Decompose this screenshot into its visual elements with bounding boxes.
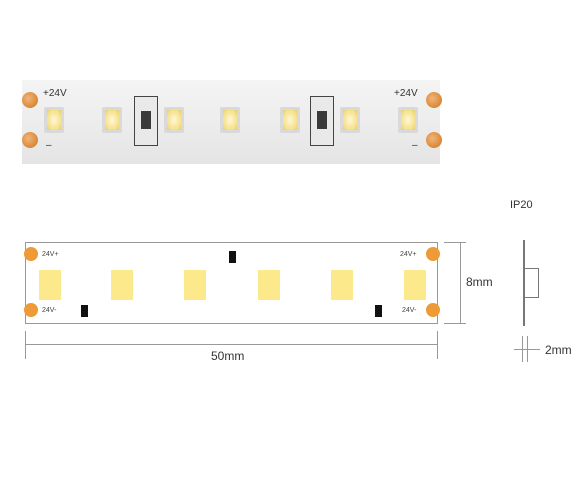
thickness-label: 2mm: [545, 343, 572, 357]
solder-pad: [24, 303, 38, 317]
dimension-extension: [25, 331, 26, 359]
led-chip: [398, 107, 418, 133]
led-chip: [404, 270, 426, 300]
dimension-extension: [437, 331, 438, 359]
length-dimension-line: [25, 344, 438, 345]
length-label: 50mm: [211, 349, 245, 363]
led-chip: [258, 270, 280, 300]
dimension-extension: [444, 323, 466, 324]
led-chip: [280, 107, 300, 133]
led-chip: [164, 107, 184, 133]
led-chip: [340, 107, 360, 133]
solder-pad: [22, 92, 38, 108]
solder-pad: [426, 247, 440, 261]
led-chip: [331, 270, 353, 300]
photo-label-minus-left: –: [46, 140, 52, 151]
thickness-dimension-line: [514, 349, 540, 350]
label-24v-plus-right: 24V+: [400, 251, 417, 258]
solder-pad: [22, 132, 38, 148]
led-chip: [44, 107, 64, 133]
photo-label-plus-left: +24V: [43, 88, 67, 99]
resistor: [310, 96, 334, 146]
label-24v-minus-right: 24V-: [402, 307, 417, 314]
solder-pad: [426, 132, 442, 148]
label-24v-plus-left: 24V+: [42, 251, 59, 258]
solder-pad: [426, 92, 442, 108]
led-chip: [102, 107, 122, 133]
led-chip: [220, 107, 240, 133]
led-chip: [184, 270, 206, 300]
resistor: [375, 305, 382, 317]
resistor: [134, 96, 158, 146]
led-side-profile: [525, 268, 539, 298]
strip-side-profile: [523, 240, 525, 326]
led-chip: [39, 270, 61, 300]
resistor: [229, 251, 236, 263]
resistor: [81, 305, 88, 317]
led-chip: [111, 270, 133, 300]
width-dimension-line: [460, 242, 461, 324]
photo-label-plus-right: +24V: [394, 88, 418, 99]
photo-label-minus-right: –: [412, 140, 418, 151]
width-label: 8mm: [466, 275, 493, 289]
dimension-extension: [444, 242, 466, 243]
ip-rating-label: IP20: [510, 199, 533, 211]
solder-pad: [24, 247, 38, 261]
label-24v-minus-left: 24V-: [42, 307, 57, 314]
solder-pad: [426, 303, 440, 317]
